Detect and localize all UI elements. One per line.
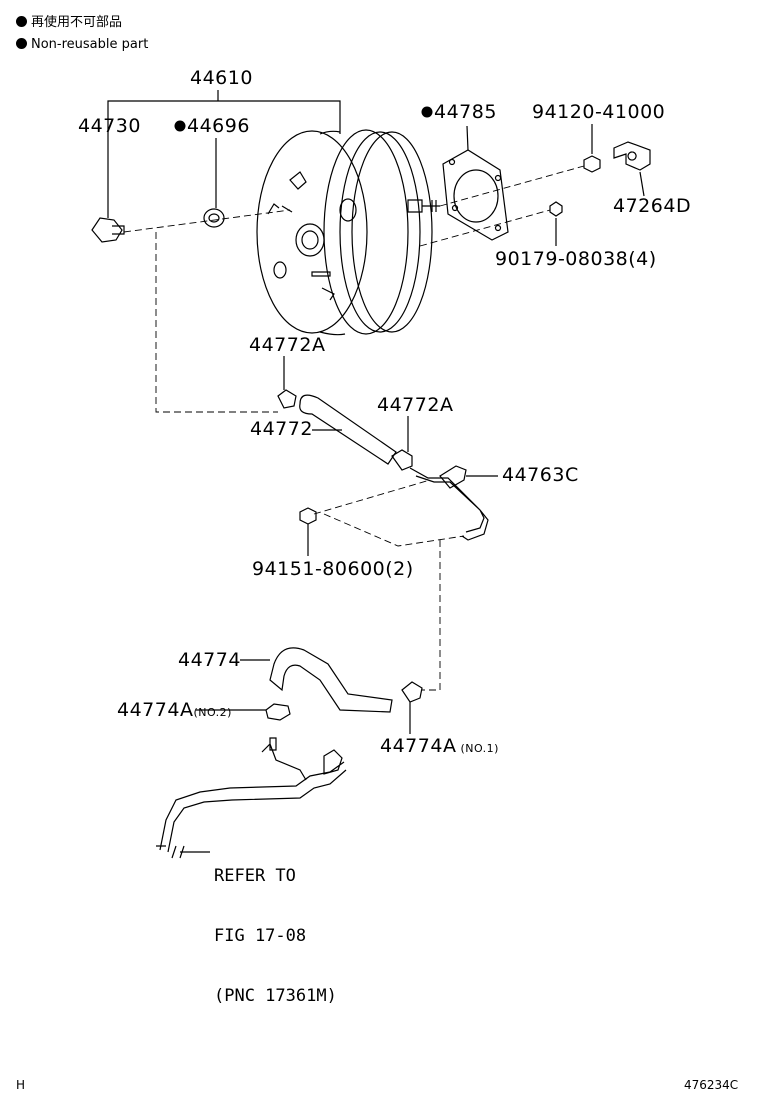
label-44774a-no1: 44774A(NO.1) [380, 737, 499, 756]
hose-44772 [299, 394, 397, 465]
label-94151-80600: 94151-80600(2) [252, 558, 414, 580]
label-44772a-right: 44772A [377, 394, 454, 416]
label-94120-41000: 94120-41000 [532, 101, 666, 123]
clamp-44774a-no1 [401, 681, 423, 703]
clamp-44772a-lower [391, 449, 413, 471]
dash-nut94151-b [323, 513, 465, 547]
nut-90179 [549, 201, 563, 217]
nonreusable-dot-icon [16, 38, 27, 49]
clamp-44772a-upper [277, 389, 297, 409]
gasket-44785 [442, 149, 509, 241]
reference-note: REFER TO FIG 17-08 (PNC 17361M) [214, 826, 337, 1026]
dash-booster-to-nut [439, 165, 585, 207]
check-valve-44730 [91, 217, 125, 243]
leader-44610 [107, 90, 341, 134]
footer-left-code: H [16, 1078, 26, 1092]
label-44730: 44730 [78, 115, 141, 137]
brake-booster [256, 129, 440, 336]
label-44610: 44610 [190, 67, 253, 89]
label-47264d: 47264D [613, 195, 692, 217]
legend-nonreusable-jp: 再使用不可部品 [16, 16, 122, 29]
nonreusable-dot-44785 [421, 106, 433, 118]
dash-gasket-to-nut90179 [419, 209, 551, 247]
nut-94151 [299, 507, 317, 525]
label-44772a-top: 44772A [249, 334, 326, 356]
dash-valve-to-booster [123, 209, 291, 233]
label-44774a-no1-code: 44774A [380, 735, 457, 757]
label-44774a-no2-code: 44774A [117, 699, 194, 721]
label-44785: 44785 [434, 101, 497, 123]
nonreusable-dot-icon [16, 16, 27, 27]
label-90179-08038: 90179-08038(4) [495, 248, 657, 270]
label-44774: 44774 [178, 649, 241, 671]
clamp-44774a-no2 [265, 703, 291, 721]
legend-text-jp: 再使用不可部品 [31, 15, 123, 30]
leader-44785 [466, 125, 469, 151]
pipe-44763c [409, 467, 489, 541]
leader-47264d [639, 171, 645, 197]
bracket-44763c [439, 465, 467, 489]
nut-94120 [583, 155, 601, 173]
label-44774a-no1-note: (NO.1) [460, 742, 499, 755]
reference-line-1: REFER TO [214, 866, 296, 886]
legend-text-en: Non-reusable part [31, 37, 149, 52]
reference-line-3: (PNC 17361M) [214, 986, 337, 1006]
dash-nut94151-a [313, 479, 431, 515]
reference-line-2: FIG 17-08 [214, 926, 307, 946]
hose-44774 [269, 647, 393, 713]
grommet-44696 [203, 208, 225, 228]
label-44763c: 44763C [502, 464, 579, 486]
legend-nonreusable-en: Non-reusable part [16, 38, 148, 51]
label-44774a-no2: 44774A(NO.2) [117, 701, 232, 720]
footer-illustration-number: 476234C [684, 1078, 739, 1092]
clevis-47264d [613, 141, 651, 171]
label-44774a-no2-note: (NO.2) [193, 706, 232, 719]
dash-valve-to-clamp [155, 232, 278, 413]
label-44772: 44772 [250, 418, 313, 440]
dash-pipe-to-clamp [422, 540, 441, 691]
label-44696: 44696 [187, 115, 250, 137]
nonreusable-dot-44696 [174, 120, 186, 132]
